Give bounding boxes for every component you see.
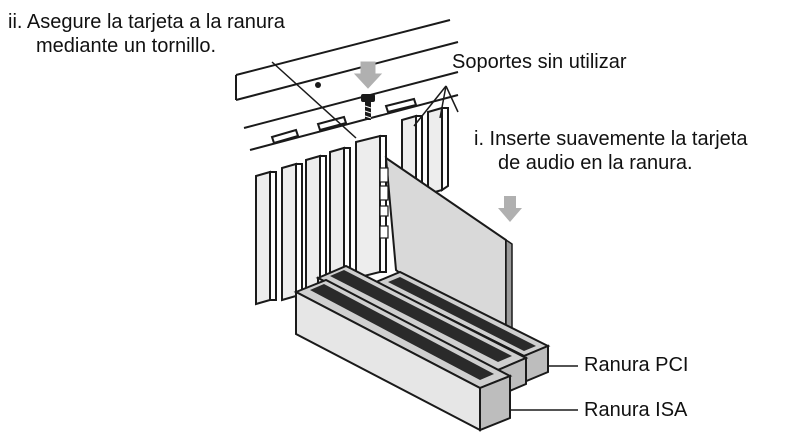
label-unused-brackets: Soportes sin utilizar xyxy=(452,51,627,73)
label-secure-card: ii. Asegure la tarjeta a la ranura media… xyxy=(8,10,285,58)
screw-down-arrow xyxy=(353,61,383,89)
insert-down-arrow xyxy=(498,196,522,222)
screw-icon xyxy=(361,94,375,120)
pointer-unused xyxy=(413,85,459,127)
panel-rivet xyxy=(315,82,321,88)
panel-slots xyxy=(270,97,418,145)
label-isa-slot: Ranura ISA xyxy=(584,399,688,421)
label-secure-line-2: mediante un tornillo. xyxy=(36,35,217,57)
isa-slot xyxy=(293,278,513,432)
expansion-brackets xyxy=(255,106,449,306)
pointer-secure xyxy=(271,61,357,139)
label-insert-line-2: de audio en la ranura. xyxy=(498,152,693,174)
label-pci-slot: Ranura PCI xyxy=(584,354,689,376)
label-secure-line-1: ii. Asegure la tarjeta a la ranura xyxy=(8,11,285,33)
label-insert-card: i. Inserte suavemente la tarjeta de audi… xyxy=(474,127,747,175)
label-insert-line-1: i. Inserte suavemente la tarjeta xyxy=(474,128,748,150)
